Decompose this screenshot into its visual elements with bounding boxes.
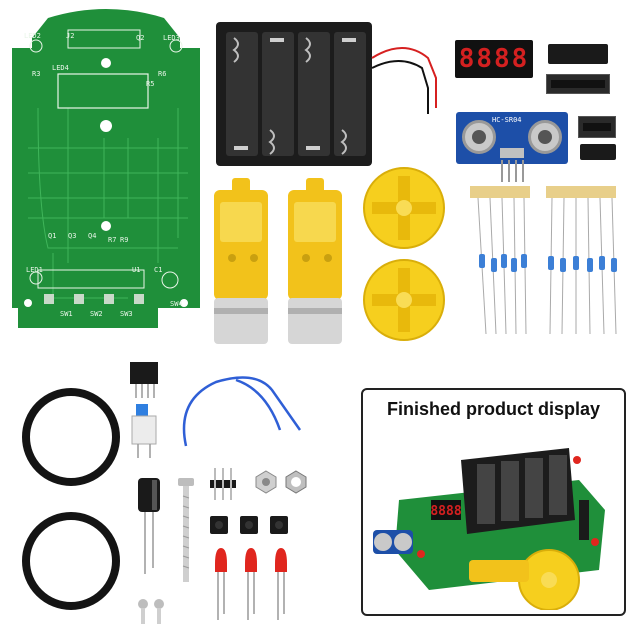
tactile-button-2 (240, 516, 258, 534)
pcb-label-q4: Q4 (88, 232, 97, 240)
ic-chip-large (548, 44, 608, 64)
pcb-label-led4: LED4 (52, 64, 69, 72)
small-screw-left (138, 599, 148, 624)
red-led-1 (215, 548, 227, 620)
pcb-label-sw4: SW4 (170, 300, 183, 308)
red-led-2 (245, 548, 257, 620)
finished-product-panel: Finished product display 8888 (361, 388, 626, 616)
sensor-pins (501, 160, 524, 182)
sensor-transducer-right (528, 120, 562, 154)
pcb-label-led3: LED3 (163, 34, 180, 42)
gear-motor-left (210, 178, 272, 348)
tactile-button-1 (210, 516, 228, 534)
pcb-label-r6: R6 (158, 70, 167, 78)
sensor-transducer-left (462, 120, 496, 154)
tactile-button-3 (270, 516, 288, 534)
ic-socket-small (578, 116, 616, 138)
pin-header-male (210, 468, 236, 500)
pcb-label-j2: J2 (66, 32, 75, 40)
pcb-label-r5: R5 (146, 80, 155, 88)
blue-wire (182, 376, 302, 447)
pcb-label-sw2: SW2 (90, 310, 103, 318)
pcb-label-led1: LED1 (26, 266, 43, 274)
red-led-3 (275, 548, 287, 620)
pcb-label-c1: C1 (154, 266, 163, 274)
small-screw-right (154, 599, 164, 624)
pin-header-female (130, 362, 158, 398)
rubber-tire-top (22, 388, 120, 486)
display-digits: 8888 (458, 44, 530, 74)
pcb-board: LED2 J2 Q2 LED3 LED4 R3 R6 R5 R7 R9 LED1… (8, 8, 204, 328)
seven-segment-display: 8888 (455, 40, 533, 78)
pcb-label-r9: R9 (120, 236, 129, 244)
wheel-top (362, 166, 446, 250)
gear-motor-right (284, 178, 346, 348)
electrolytic-capacitor (138, 478, 160, 574)
push-switch (131, 404, 157, 458)
wheel-bottom (362, 258, 446, 342)
finished-car-photo: 8888 (373, 448, 605, 610)
hex-nut (285, 470, 307, 494)
pcb-label-led2: LED2 (24, 32, 41, 40)
resistor-group-right (546, 186, 617, 334)
pcb-label-r7: R7 (108, 236, 117, 244)
rubber-tire-bottom (22, 512, 120, 610)
long-screw (178, 478, 194, 582)
pcb-label-u1: U1 (132, 266, 141, 274)
ultrasonic-sensor: HC-SR04 (456, 112, 568, 164)
hex-standoff (255, 470, 277, 494)
pcb-label-q2: Q2 (136, 34, 145, 42)
pcb-label-q1: Q1 (48, 232, 57, 240)
ic-chip-small (580, 144, 616, 160)
panel-title: Finished product display (386, 399, 601, 419)
pcb-label-sw1: SW1 (60, 310, 73, 318)
battery-holder (214, 18, 442, 170)
pcb-label-sw3: SW3 (120, 310, 133, 318)
sensor-label: HC-SR04 (492, 116, 522, 124)
resistor-group-left (470, 186, 530, 334)
finished-display-digits: 8888 (430, 504, 461, 519)
pcb-label-q3: Q3 (68, 232, 77, 240)
pcb-label-r3: R3 (32, 70, 41, 78)
ic-socket-large (546, 74, 610, 94)
